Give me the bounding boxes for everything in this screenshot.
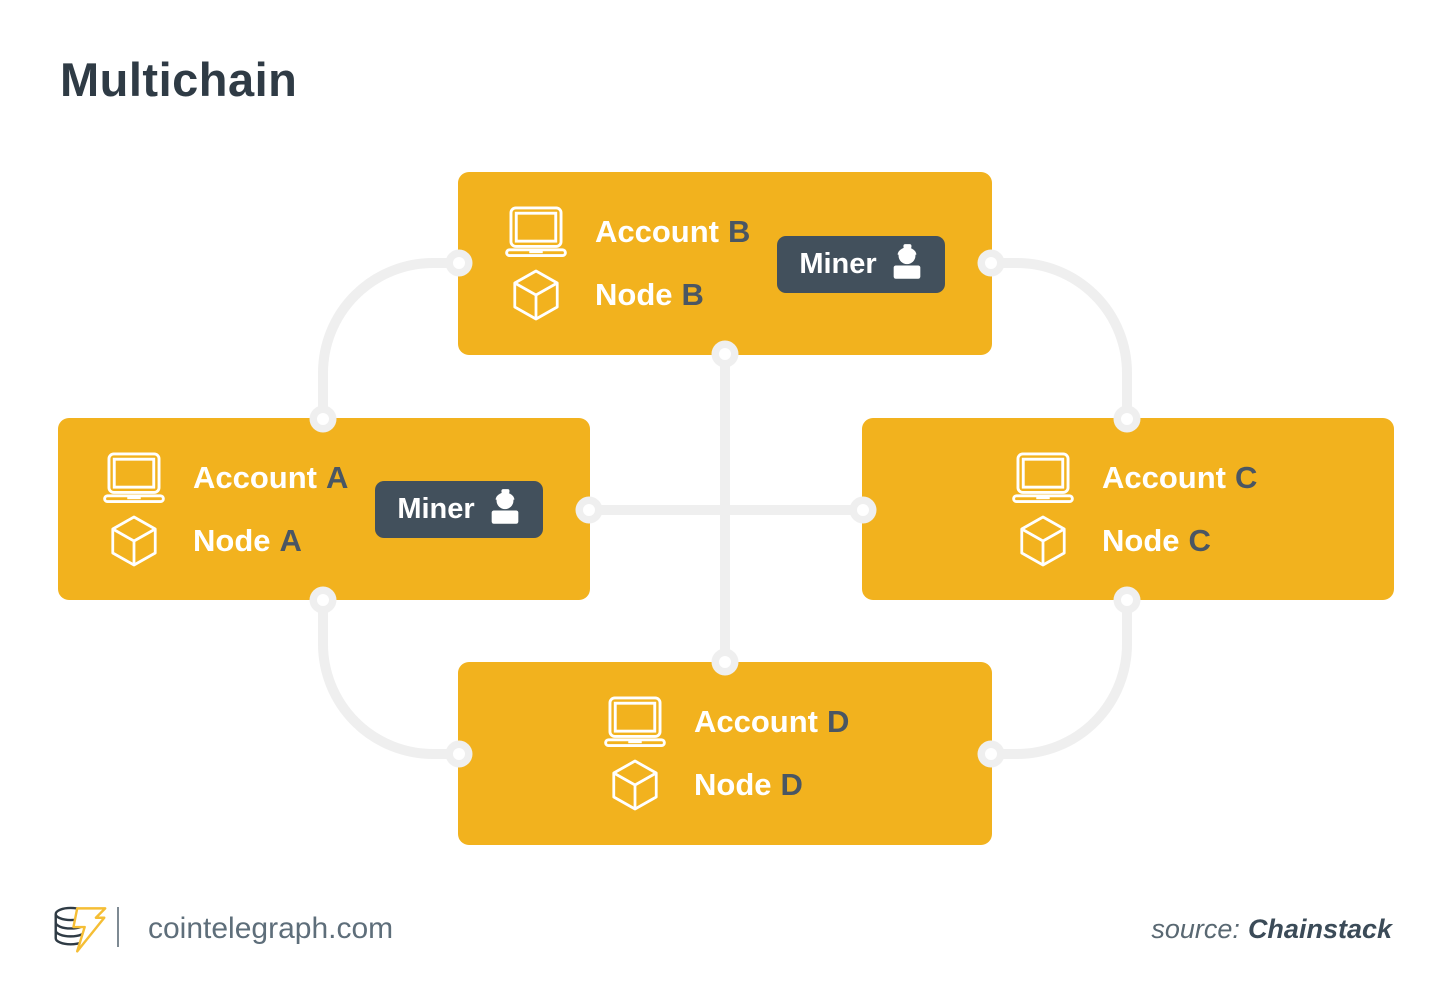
miner-badge-label: Miner [397,493,475,525]
page-title: Multichain [60,53,298,106]
cube-icon [1010,513,1076,569]
footer-divider [117,907,119,947]
miner-icon [489,488,521,532]
account-letter: D [827,704,850,739]
source-label: source:Chainstack [1151,914,1392,945]
connector-bottom-left [318,600,459,759]
connector-top-left [318,258,459,419]
account-letter: B [728,214,751,249]
account-letter: C [1235,459,1258,495]
node-letter: C [1188,522,1211,558]
node-letter: B [681,277,704,312]
connector-top-right [991,258,1132,419]
node-letter: A [279,522,302,558]
site-label[interactable]: cointelegraph.com [148,912,394,945]
cube-icon [503,267,569,323]
laptop-icon [1010,451,1076,504]
laptop-icon [503,206,569,258]
laptop-icon [602,696,668,748]
miner-icon [891,243,923,287]
footer: cointelegraph.com source:Chainstack [0,888,1450,978]
cube-icon [101,513,167,569]
miner-badge-a: Miner [375,481,543,538]
source-prefix: source: [1151,914,1240,944]
node-letter: D [780,767,803,802]
account-letter: A [326,459,349,495]
cointelegraph-logo [52,902,108,959]
laptop-icon [101,451,167,504]
source-name: Chainstack [1247,914,1392,944]
cube-icon [602,757,668,813]
connector-bottom-right [991,600,1132,759]
miner-badge-label: Miner [799,248,877,280]
miner-badge-b: Miner [777,236,945,293]
